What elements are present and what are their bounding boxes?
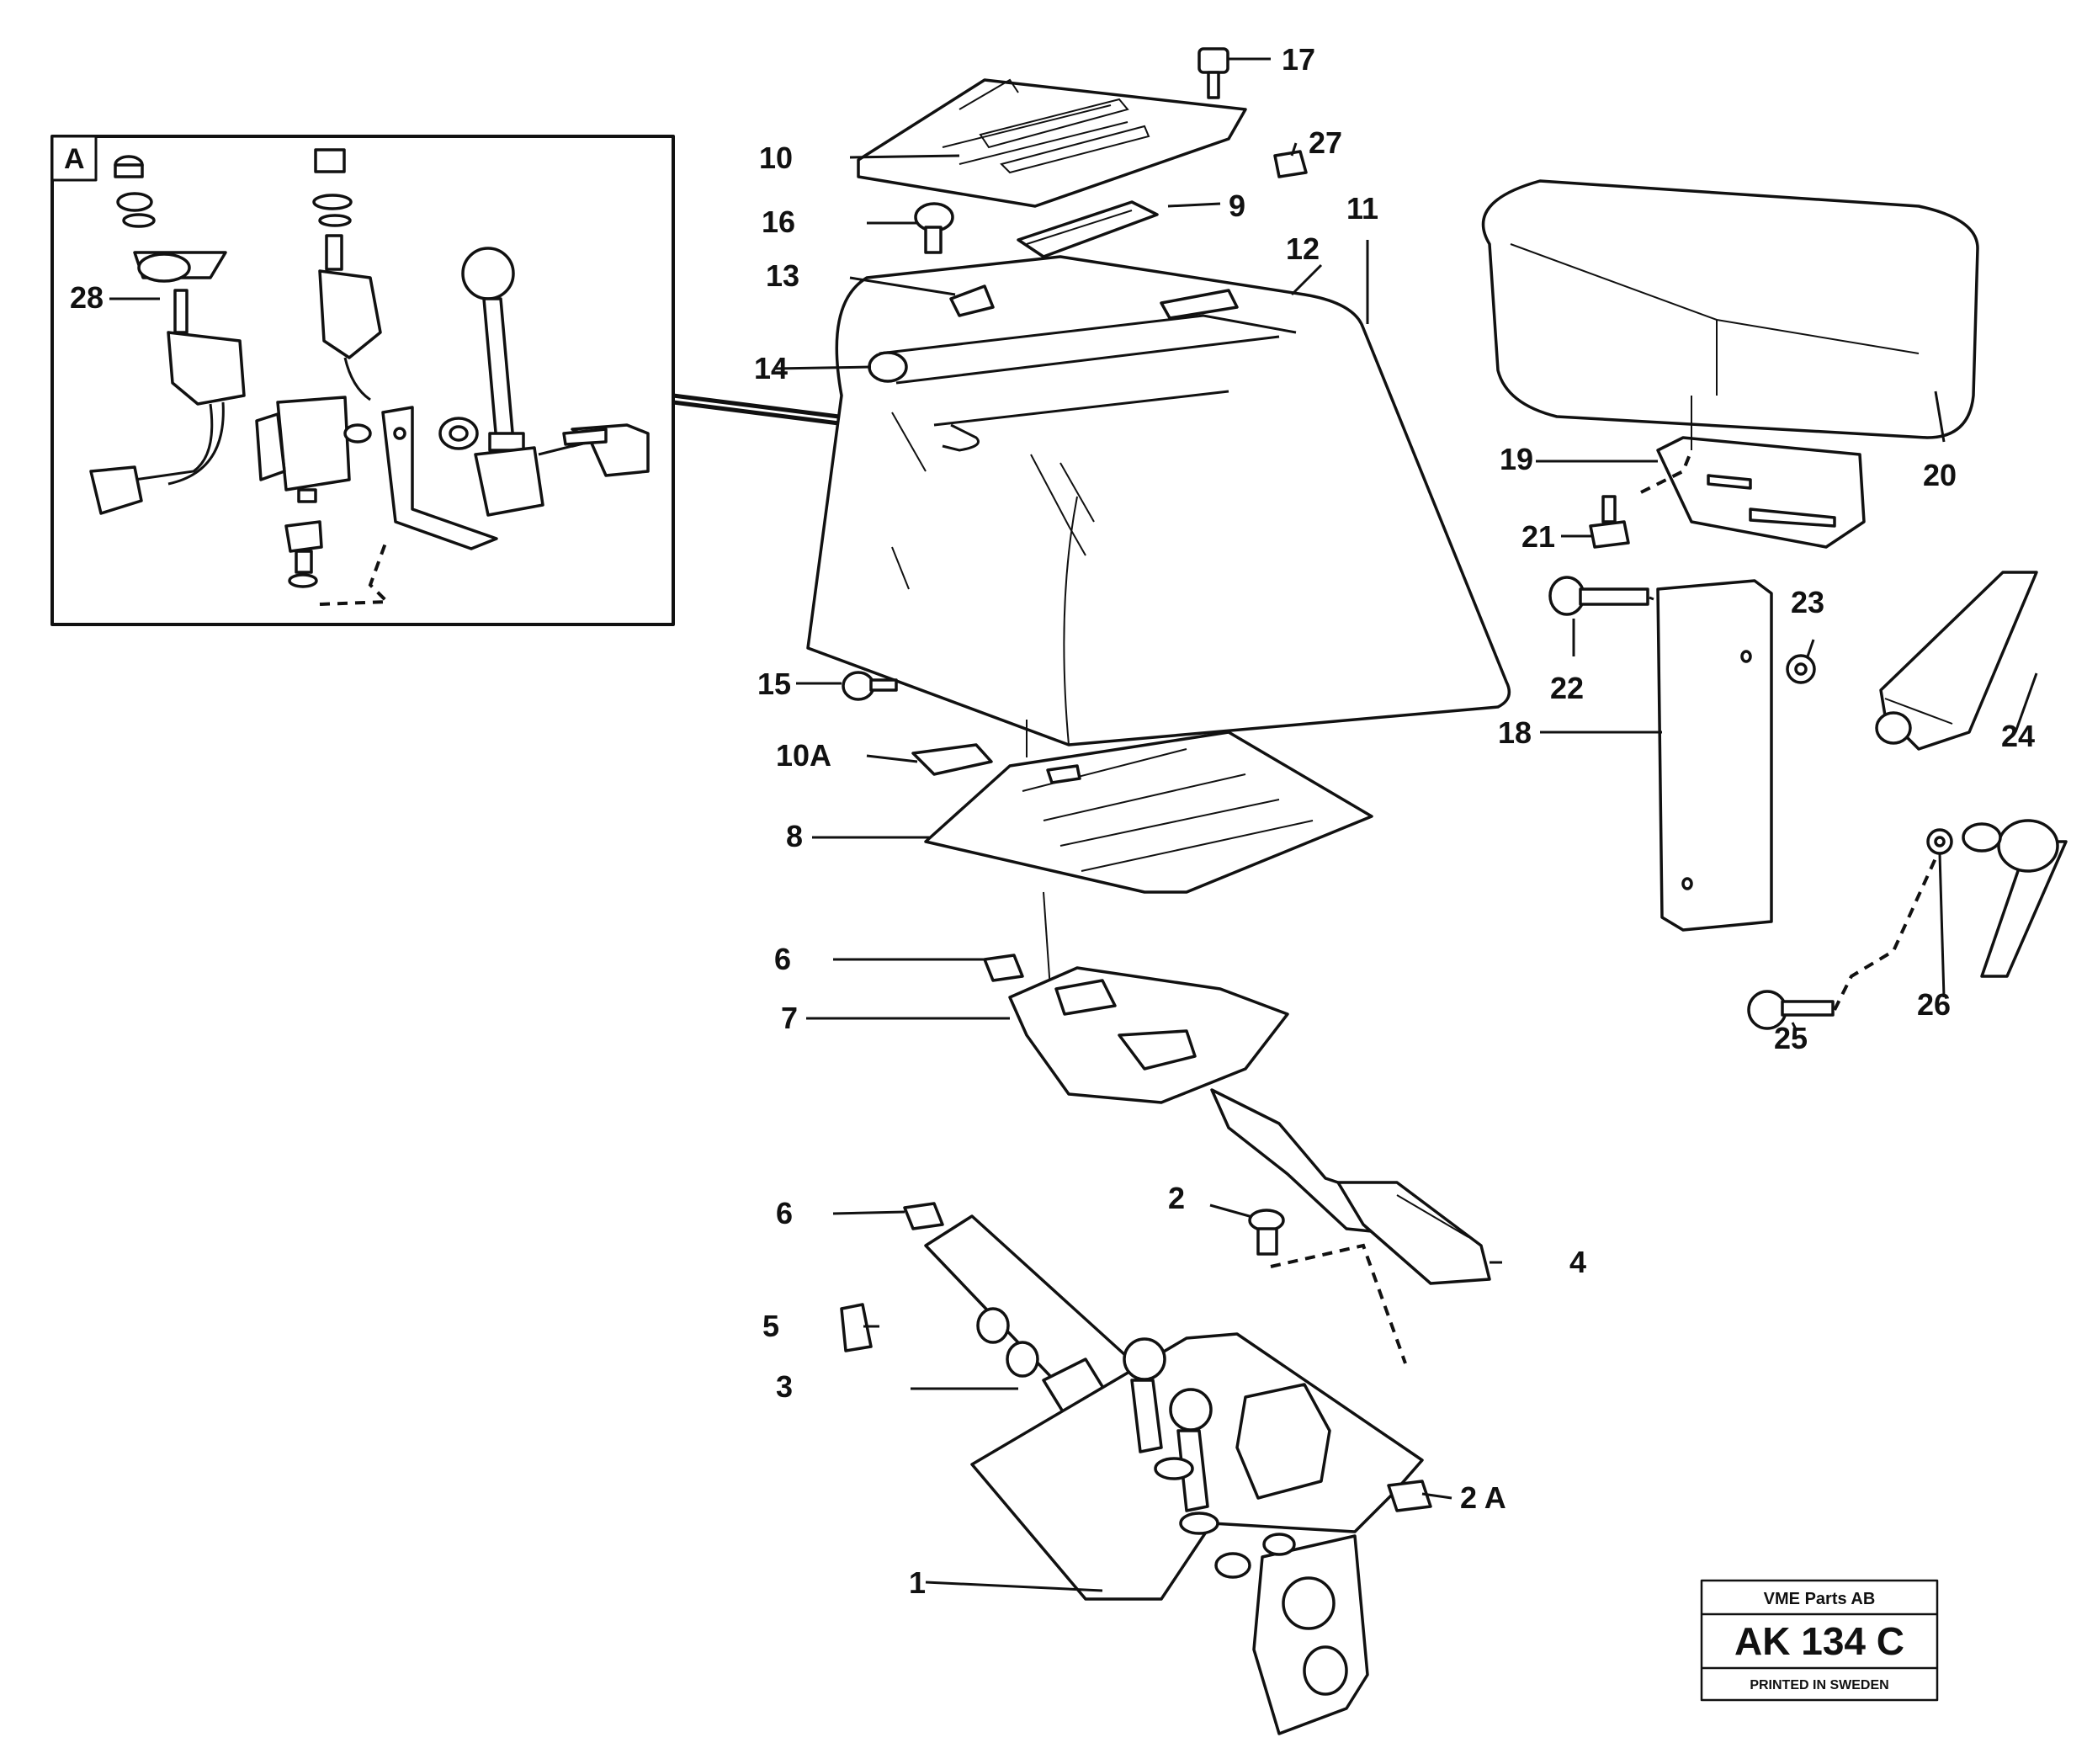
title-block: VME Parts AB AK 134 C PRINTED IN SWEDEN xyxy=(1700,1579,1939,1702)
callout-10a: 10A xyxy=(776,738,831,773)
callout-25: 25 xyxy=(1774,1021,1808,1055)
washer-26 xyxy=(1926,828,1953,855)
clip-6-lower xyxy=(903,1202,944,1230)
callout-6-lower: 6 xyxy=(776,1196,793,1230)
title-block-company: VME Parts AB xyxy=(1764,1590,1876,1608)
callout-7: 7 xyxy=(781,1001,798,1035)
clip-2a xyxy=(1387,1480,1432,1512)
clip-6-upper xyxy=(983,954,1024,982)
inset-detail-a: A xyxy=(50,135,675,626)
callout-1: 1 xyxy=(909,1565,926,1600)
cap-10a xyxy=(911,743,993,776)
callout-18: 18 xyxy=(1498,715,1532,750)
callout-27: 27 xyxy=(1309,125,1342,160)
clip-5 xyxy=(840,1303,873,1352)
callout-24: 24 xyxy=(2001,719,2035,753)
callout-13: 13 xyxy=(766,258,799,293)
armrest-cushion-20 xyxy=(1481,179,1979,439)
knob-16 xyxy=(914,202,954,254)
callout-28: 28 xyxy=(70,280,104,315)
callout-16: 16 xyxy=(762,205,795,239)
bracket-and-bolt xyxy=(284,406,498,606)
callout-23: 23 xyxy=(1791,585,1824,619)
callout-6-upper: 6 xyxy=(774,942,791,976)
inset-letter: A xyxy=(64,143,85,175)
callout-21: 21 xyxy=(1521,519,1555,554)
callout-5: 5 xyxy=(762,1309,779,1343)
bolt-22 xyxy=(1548,576,1654,616)
screw-15 xyxy=(842,671,898,701)
bracket-19 xyxy=(1640,396,1866,549)
callout-15: 15 xyxy=(757,667,791,701)
top-plate-10 xyxy=(857,78,1247,208)
screw-2 xyxy=(1248,1209,1407,1364)
screw-and-nut-21 xyxy=(1589,495,1630,549)
callout-labels: 1 2 2 A 3 4 5 6 6 7 8 9 10 10A 11 12 13 … xyxy=(70,42,2035,1600)
callout-4: 4 xyxy=(1569,1245,1586,1279)
callout-8: 8 xyxy=(786,819,803,853)
callout-9: 9 xyxy=(1229,189,1245,223)
callout-10: 10 xyxy=(759,141,793,175)
callout-26: 26 xyxy=(1917,987,1951,1022)
leader-lines xyxy=(109,57,2038,1592)
washer-23 xyxy=(1786,654,1816,684)
screw-17 xyxy=(1198,47,1229,99)
callout-2: 2 xyxy=(1168,1181,1185,1215)
plug-27 xyxy=(1273,150,1308,178)
callout-12: 12 xyxy=(1286,231,1320,266)
small-joystick xyxy=(438,247,650,517)
callout-14: 14 xyxy=(754,351,788,385)
valve-block-1 xyxy=(970,1332,1424,1735)
tube-18 xyxy=(1656,579,1773,932)
rotary-switch-28 xyxy=(89,155,246,515)
console-housing-11 xyxy=(806,255,1511,747)
callout-2a: 2 A xyxy=(1460,1480,1506,1515)
title-block-printed: PRINTED IN SWEDEN xyxy=(1750,1678,1888,1692)
callout-19: 19 xyxy=(1500,442,1533,476)
callout-22: 22 xyxy=(1550,671,1584,705)
callout-17: 17 xyxy=(1282,42,1315,77)
callout-20: 20 xyxy=(1923,458,1957,492)
title-block-drawing-number: AK 134 C xyxy=(1734,1619,1904,1663)
rail-4 xyxy=(1336,1181,1491,1285)
panel-8 xyxy=(924,731,1373,894)
rotary-switch-middle xyxy=(312,148,382,401)
bolt-25 xyxy=(1747,858,1937,1030)
strip-9 xyxy=(1017,200,1159,258)
callout-11: 11 xyxy=(1346,191,1378,226)
toggle-switch xyxy=(255,396,372,503)
callout-3: 3 xyxy=(776,1369,793,1404)
handle-24 xyxy=(1875,571,2068,978)
